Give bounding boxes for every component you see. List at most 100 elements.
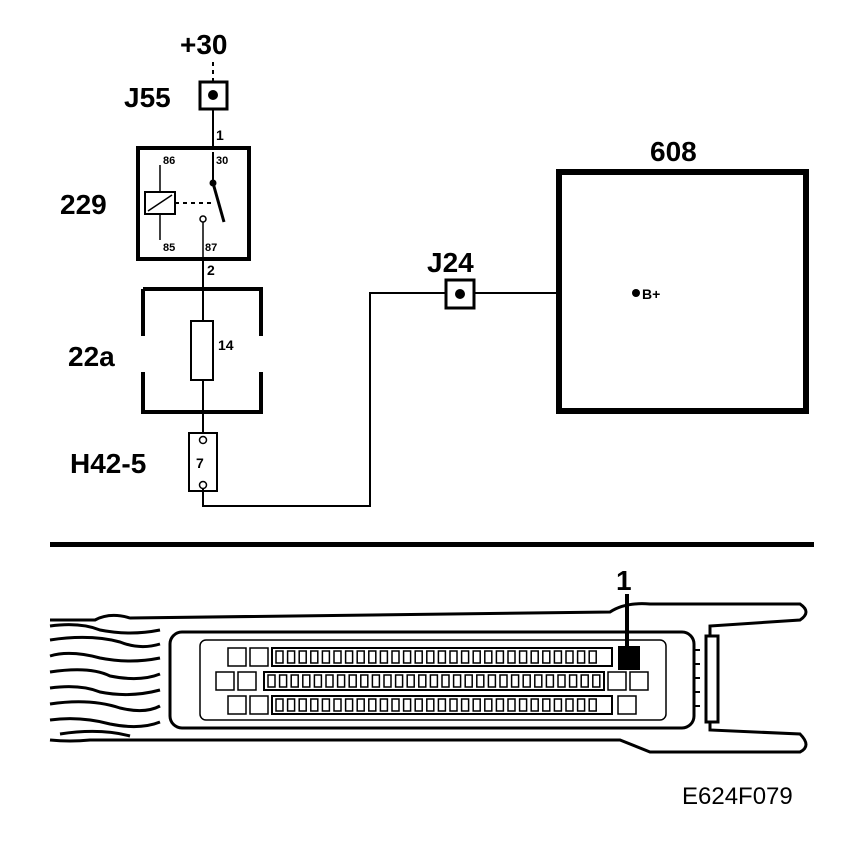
pin-cavity: [333, 698, 342, 712]
pin-cavity: [542, 698, 551, 712]
splice-j24-label: J24: [427, 247, 474, 278]
pin-cavity: [530, 650, 539, 664]
pin-cavity: [379, 650, 389, 664]
pin-cavity: [344, 698, 354, 712]
pin-cavity: [565, 650, 574, 664]
pin-cavity: [530, 698, 539, 712]
pin-cavity: [565, 698, 574, 712]
pin-cavity: [368, 698, 377, 712]
wire-strand-5: [49, 685, 161, 697]
wire-strand-1: [49, 623, 161, 635]
pin-cavity: [542, 650, 551, 664]
pin-cavity: [507, 650, 516, 664]
pin-cavity: [333, 650, 342, 664]
wire-strand-3: [49, 651, 161, 663]
splice-j55-dot: [208, 90, 218, 100]
wire-strand-6: [49, 700, 161, 713]
connector-pin-top: [198, 435, 208, 445]
pin-1-highlight: [618, 646, 640, 670]
pin-cavity: [452, 674, 462, 688]
pin-cavity: [429, 674, 439, 688]
pin-cavity: [418, 674, 427, 688]
pin-cavity: [588, 698, 597, 712]
pin-cavity: [568, 674, 578, 688]
connector-pin-number: 7: [196, 455, 204, 471]
pin-cavity: [321, 650, 331, 664]
ecu-connector-drawing: [49, 594, 808, 754]
pin-cavity: [310, 698, 319, 712]
figure-id: E624F079: [682, 783, 793, 810]
wire-strand-4: [49, 668, 161, 681]
pin-cavity: [267, 674, 276, 688]
harness-outline: [49, 602, 808, 754]
relay-pin-85: 85: [163, 242, 175, 254]
pin-cavity: [402, 650, 412, 664]
pin-cavity: [402, 698, 412, 712]
pin-cavity: [391, 650, 400, 664]
power-pin: [629, 671, 649, 691]
pin-cavity: [278, 674, 288, 688]
wire-strand-8: [59, 729, 131, 738]
pin-cavity: [414, 650, 423, 664]
pin-cavity: [321, 698, 331, 712]
pin-cavity: [557, 674, 566, 688]
pin-cavity: [356, 698, 365, 712]
relay-label: 229: [60, 189, 107, 220]
pin-cavity: [437, 698, 447, 712]
connector-face: [199, 639, 667, 721]
relay-switch-blade: [211, 182, 226, 223]
power-pin: [227, 647, 247, 667]
pin-cavity: [275, 698, 284, 712]
wire-label-1: 1: [216, 127, 224, 143]
pin-cavity: [576, 698, 586, 712]
control-unit-terminal-label: B+: [642, 286, 660, 302]
control-unit-box: [556, 169, 809, 414]
pin-cavity: [290, 674, 299, 688]
pin-cavity: [449, 650, 458, 664]
pin-cavity: [368, 650, 377, 664]
pin-cavity: [576, 650, 586, 664]
power-pin: [249, 695, 269, 715]
pin-cavity: [302, 674, 311, 688]
pin-cavity: [275, 650, 284, 664]
pin-cavity: [437, 650, 447, 664]
pin-cavity: [449, 698, 458, 712]
pin-cavity: [344, 650, 354, 664]
pin-cavity: [518, 650, 528, 664]
pin-cavity: [325, 674, 334, 688]
supply-label: +30: [180, 29, 228, 60]
power-pin: [215, 671, 235, 691]
pin-cavity: [394, 674, 404, 688]
pin-cavity: [383, 674, 392, 688]
pin-cavity: [310, 650, 319, 664]
pin-cavity: [592, 674, 601, 688]
pin-cavity: [336, 674, 346, 688]
wire-strand-2: [49, 635, 161, 649]
pin-cavity: [379, 698, 389, 712]
pin-cavity: [484, 698, 493, 712]
pin-cavity: [460, 650, 470, 664]
pin-cavity: [545, 674, 555, 688]
pin-callout-label: 1: [616, 565, 632, 596]
pin-cavity: [580, 674, 589, 688]
control-unit-label: 608: [650, 136, 697, 167]
pin-cavity: [286, 650, 296, 664]
splice-j55-label: J55: [124, 82, 171, 113]
wire-strand-7: [49, 717, 161, 729]
pin-cavity: [406, 674, 415, 688]
connector-pin-bottom: [198, 480, 208, 490]
relay-pin-87: 87: [205, 242, 217, 254]
splice-j24-dot: [455, 289, 465, 299]
power-pin: [237, 671, 257, 691]
control-unit-terminal-dot: [632, 289, 640, 297]
power-pin: [617, 695, 637, 715]
pin-cavity: [298, 650, 307, 664]
pin-cavity: [286, 698, 296, 712]
pin-cavity: [476, 674, 485, 688]
pin-grid: [215, 647, 649, 715]
pin-cavity: [441, 674, 450, 688]
pin-cavity: [510, 674, 520, 688]
pin-cavity: [464, 674, 473, 688]
